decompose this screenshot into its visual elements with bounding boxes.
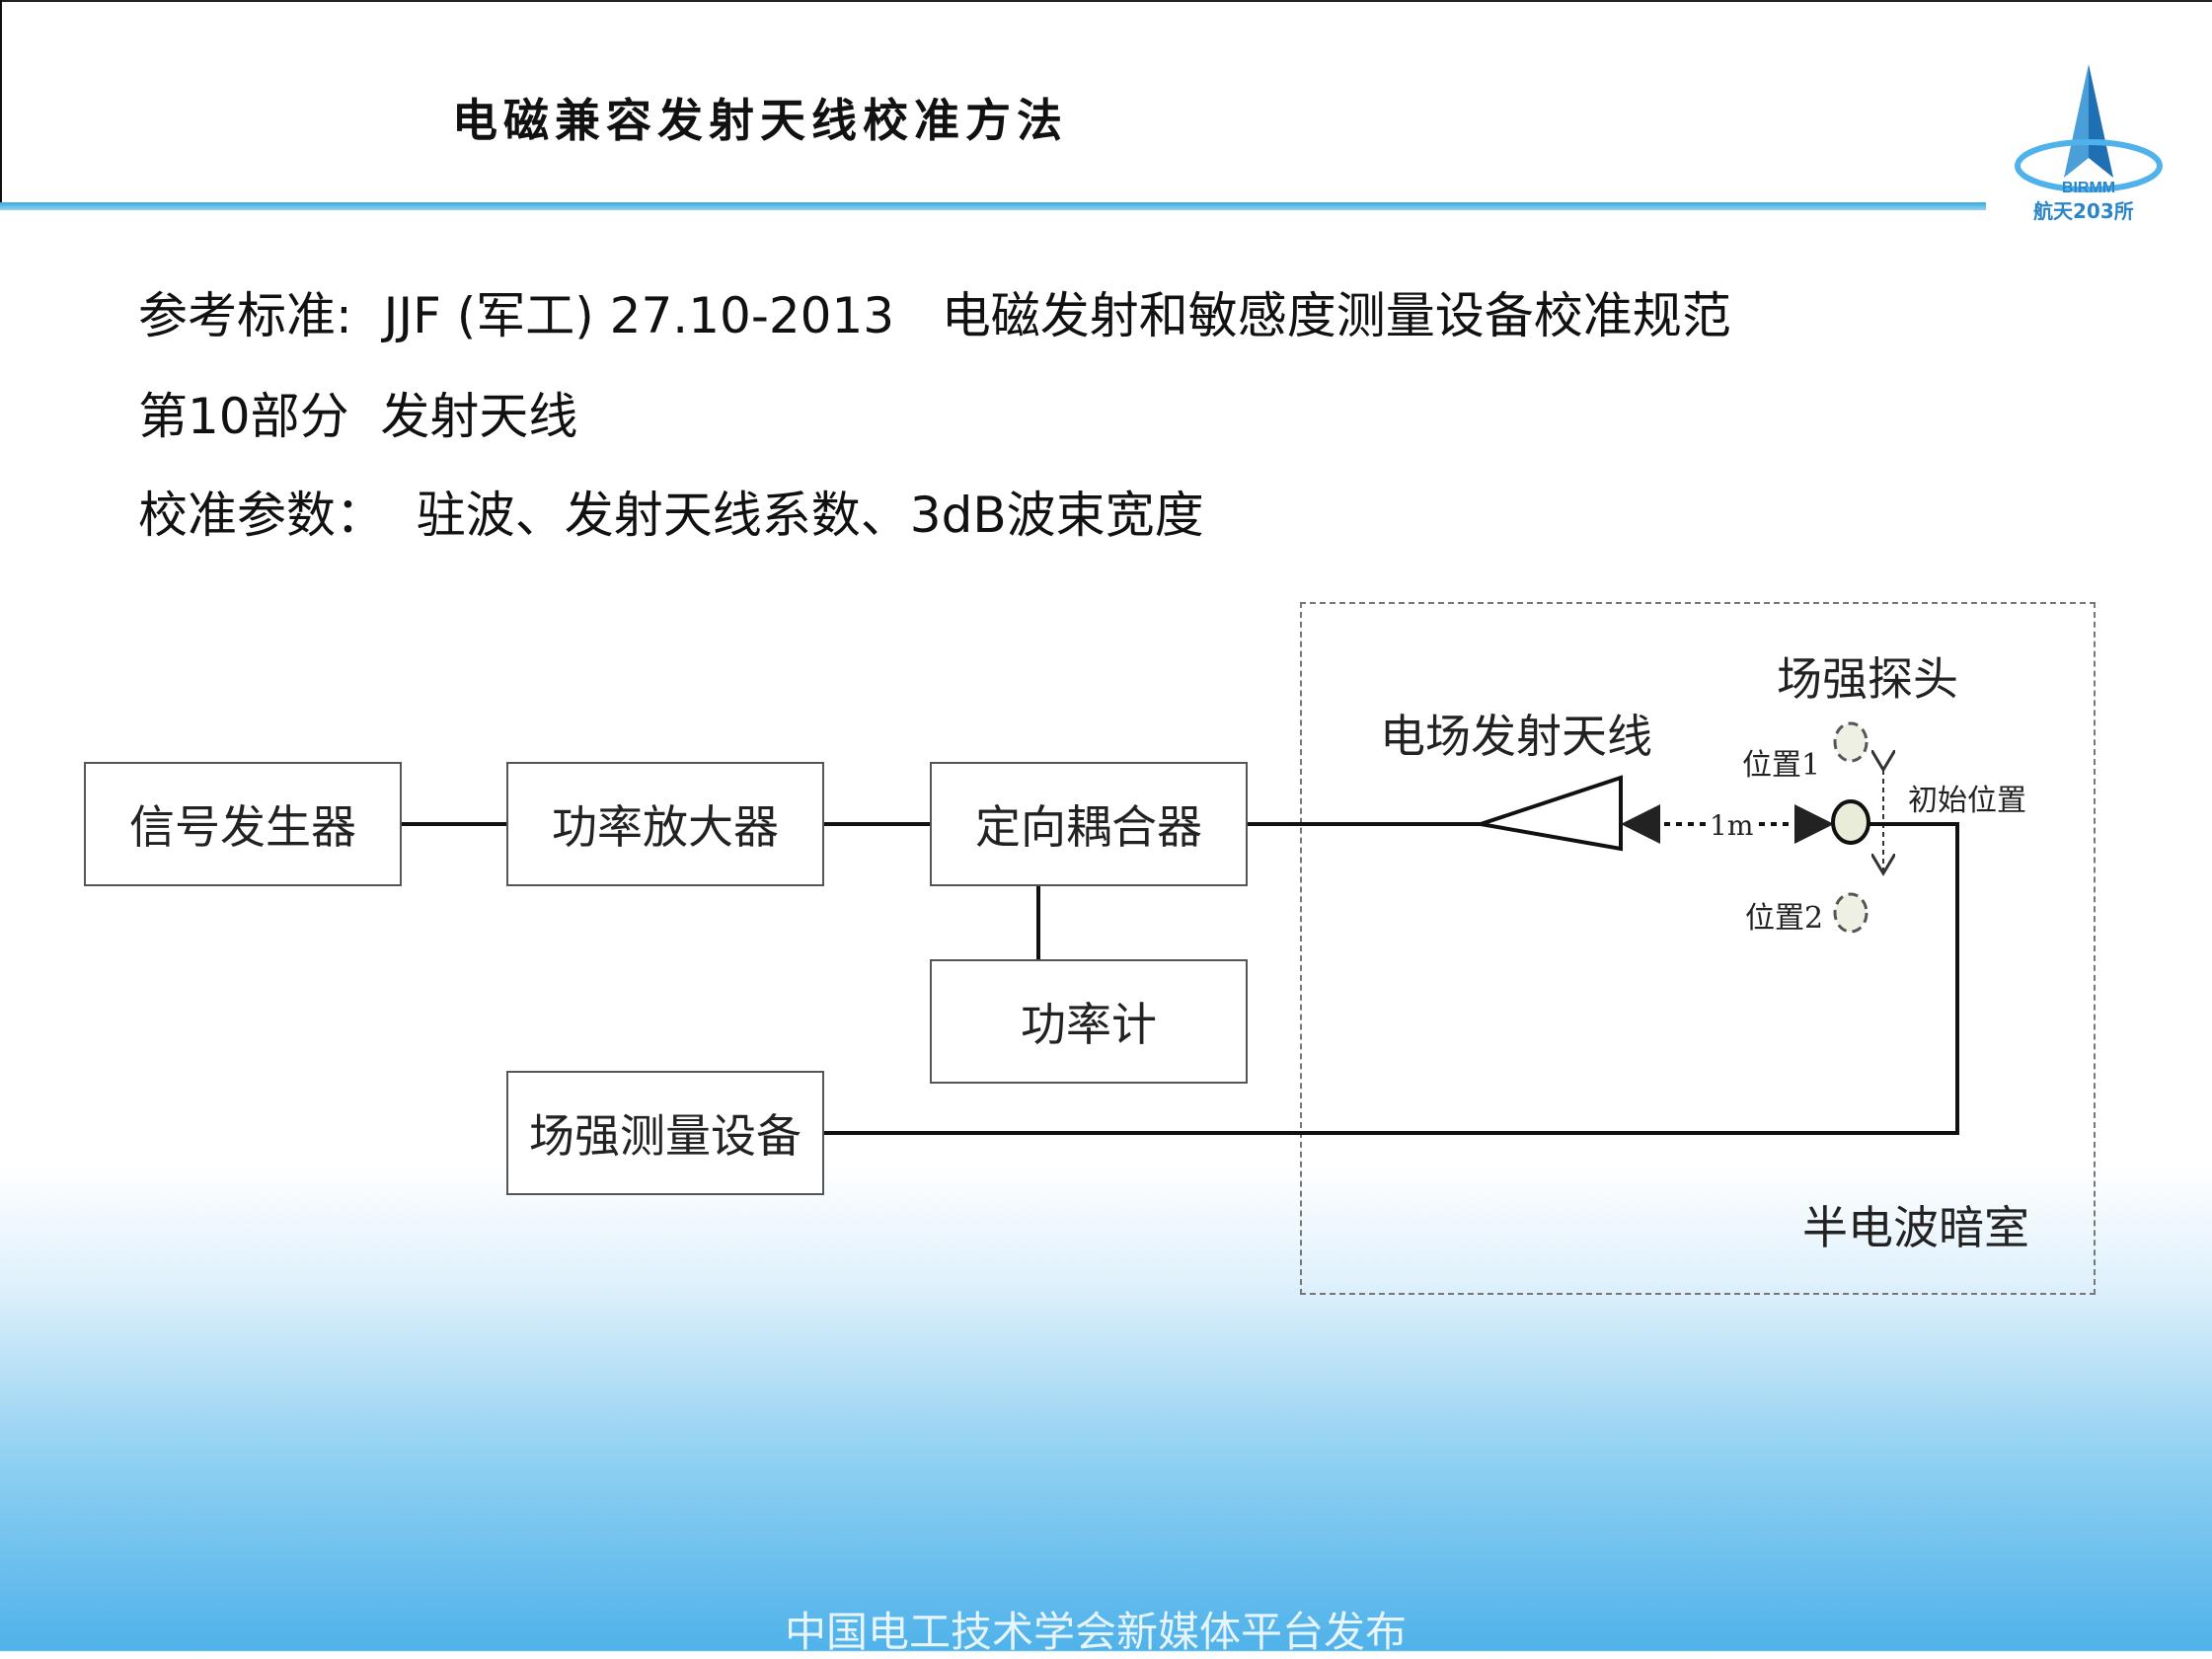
semi-anechoic-chamber-boundary: [1300, 602, 2096, 1295]
header-divider: [0, 202, 1986, 210]
logo-ring-text: BIRMM: [2062, 180, 2115, 196]
birmm-logo-icon: BIRMM: [2015, 64, 2163, 196]
field-meter-box: 场强测量设备: [506, 1071, 824, 1195]
chamber-label: 半电波暗室: [1802, 1201, 2029, 1254]
calibration-params-line: 校准参数： 驻波、发射天线系数、3dB波束宽度: [138, 487, 1204, 544]
slide-frame-left: [0, 0, 2, 202]
logo-text: 航天203所: [2033, 199, 2134, 223]
distance-label: 1m: [1706, 809, 1758, 842]
probe-label: 场强探头: [1777, 652, 1958, 706]
slide-frame-top: [0, 0, 2212, 2]
slide-title: 电磁兼容发射天线校准方法: [452, 94, 1068, 147]
part-line: 第10部分 发射天线: [138, 388, 578, 445]
position1-label: 位置1: [1742, 748, 1821, 783]
directional-coupler-box: 定向耦合器: [930, 762, 1248, 886]
power-meter-box: 功率计: [930, 959, 1248, 1084]
probe-position1-icon: [1833, 721, 1869, 763]
reference-standard-line: 参考标准: JJF (军工) 27.10-2013 电磁发射和敏感度测量设备校准…: [138, 287, 1731, 344]
probe-position2-icon: [1833, 892, 1869, 934]
footer-watermark: 中国电工技术学会新媒体平台发布: [785, 1608, 1408, 1656]
power-amplifier-box: 功率放大器: [506, 762, 824, 886]
wire-probe-fieldmeter: [824, 822, 1959, 1135]
antenna-icon: [1480, 775, 1623, 852]
antenna-label: 电场发射天线: [1380, 710, 1652, 763]
signal-generator-box: 信号发生器: [84, 762, 402, 886]
probe-initial-icon: [1831, 799, 1870, 845]
initial-position-label: 初始位置: [1908, 784, 2026, 818]
position2-label: 位置2: [1745, 901, 1824, 936]
